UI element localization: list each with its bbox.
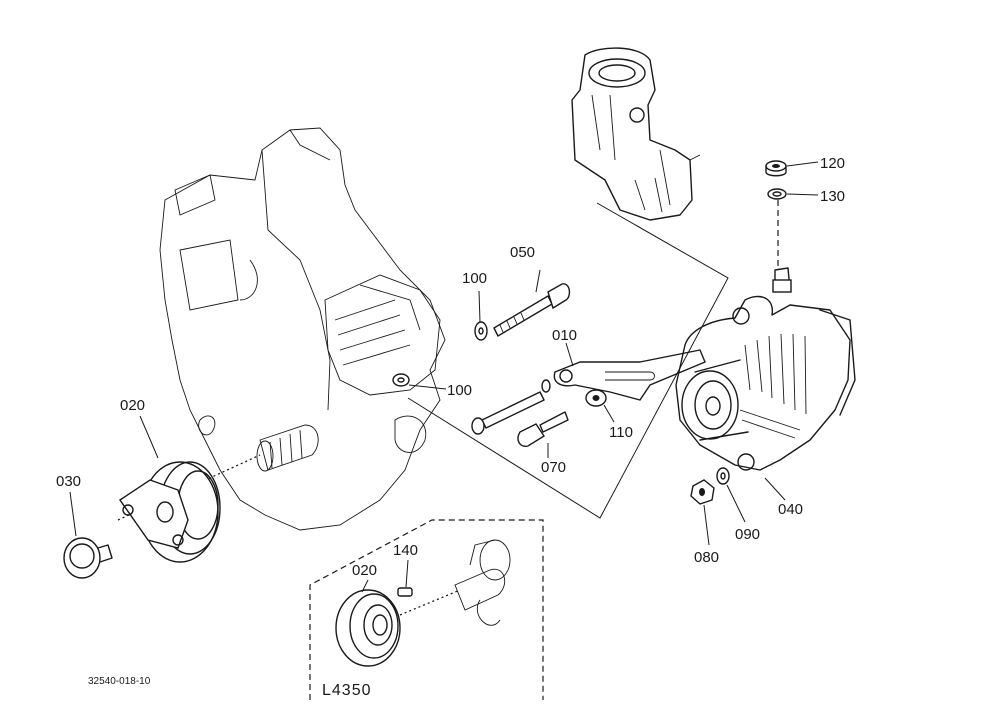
part-label-050: 050 xyxy=(510,244,535,261)
part-label-100-mid: 100 xyxy=(447,382,472,399)
gear-case-housing xyxy=(159,127,446,531)
variant-frame xyxy=(309,519,544,700)
leader-110 xyxy=(603,404,615,423)
drawing-code: 32540-018-10 xyxy=(88,676,151,687)
part-label-130: 130 xyxy=(820,188,845,205)
leader-010 xyxy=(565,342,574,367)
leader-050 xyxy=(535,269,541,293)
washer-130 xyxy=(767,188,787,200)
leader-100-top xyxy=(478,290,481,323)
bolt-070 xyxy=(517,411,569,447)
part-label-110: 110 xyxy=(609,424,633,441)
part-label-010: 010 xyxy=(552,327,577,344)
nut-120 xyxy=(765,160,787,177)
leader-140 xyxy=(405,559,409,588)
part-label-120: 120 xyxy=(820,155,845,172)
variant-crank-shaft xyxy=(454,539,511,626)
leader-080 xyxy=(703,504,710,546)
part-label-100-top: 100 xyxy=(462,270,487,287)
nut-080 xyxy=(690,479,715,505)
part-label-140: 140 xyxy=(393,542,418,559)
leader-090 xyxy=(726,484,746,523)
part-label-020-variant: 020 xyxy=(352,562,377,579)
part-label-070: 070 xyxy=(541,459,566,476)
thermostat-housing xyxy=(571,47,701,221)
pivot-bolt xyxy=(471,379,551,435)
part-label-030: 030 xyxy=(56,473,81,490)
washer-090 xyxy=(716,467,730,485)
fan-drive-pulley xyxy=(119,461,221,563)
alternator xyxy=(675,267,856,471)
adjusting-bracket xyxy=(553,349,706,401)
centerline-variant xyxy=(399,589,461,616)
leader-040 xyxy=(764,477,786,501)
washer-100-mid xyxy=(392,373,410,387)
pulley-bolt-030 xyxy=(63,537,113,579)
washer-110 xyxy=(585,389,607,407)
leader-120 xyxy=(786,161,819,167)
part-label-080: 080 xyxy=(694,549,719,566)
variant-pulley xyxy=(335,589,401,667)
bolt-050 xyxy=(493,283,571,337)
part-label-020: 020 xyxy=(120,397,145,414)
leader-020-variant xyxy=(361,579,369,593)
leader-030 xyxy=(69,491,77,537)
part-label-090: 090 xyxy=(735,526,760,543)
key-140 xyxy=(397,587,413,597)
leader-020 xyxy=(139,415,159,459)
leader-130 xyxy=(786,193,819,196)
part-label-040: 040 xyxy=(778,501,803,518)
washer-100-top xyxy=(474,321,488,341)
leader-100-mid xyxy=(408,384,447,390)
variant-label: L4350 xyxy=(322,682,372,699)
leader-thermostat-to-alternator xyxy=(407,202,729,519)
